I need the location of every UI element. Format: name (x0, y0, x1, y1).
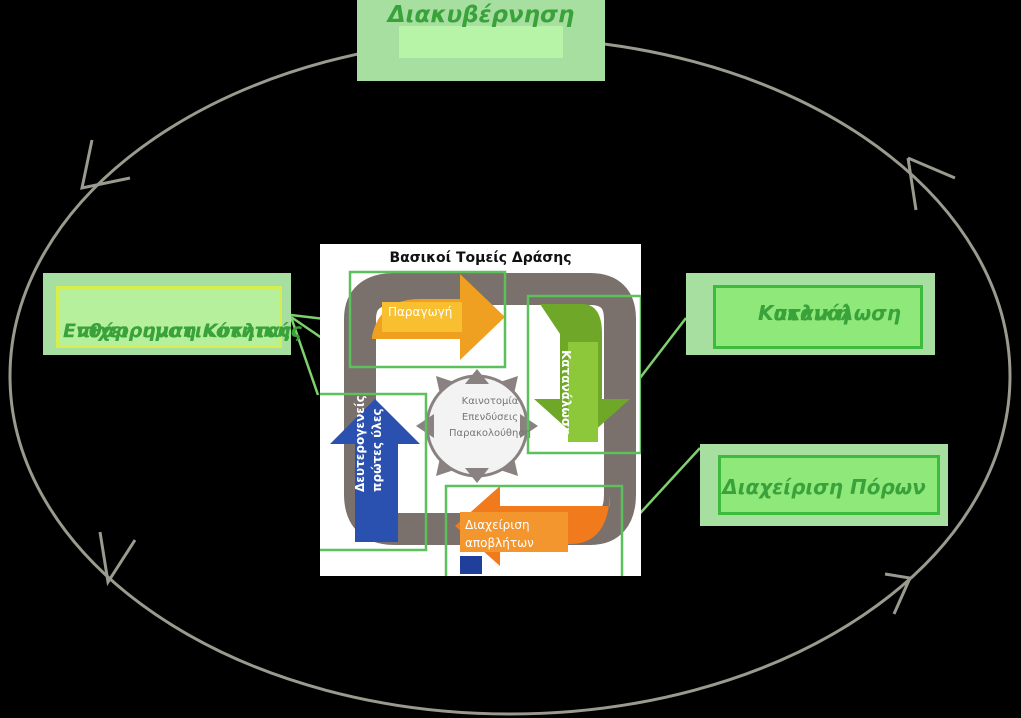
resource-management-label: Διαχείριση Πόρων (722, 475, 926, 499)
consumption-label: Κατανάλωση (559, 350, 573, 436)
circular-consumption-label: Κυκλική Κατανάλωση (722, 286, 922, 325)
circular-consumption-label-line1: Κυκλική (758, 301, 851, 325)
cycle-arrow-top-right (906, 156, 956, 211)
core-panel-title: Βασικοί Τομείς Δράσης (389, 250, 572, 266)
core-cycle-graphic (320, 270, 641, 576)
governance-label: Διακυβέρνηση (387, 2, 575, 28)
connector-entrepreneurship-secondary (289, 316, 320, 396)
cycle-arrow-bottom-left (98, 531, 137, 587)
governance-box: Διακυβέρνηση (357, 0, 605, 81)
core-action-areas-panel: Βασικοί Τομείς Δράσης Παραγωγή Κατανάλωσ… (320, 244, 641, 576)
waste-management-label-line1: Διαχείριση (465, 518, 530, 532)
circular-consumption-box: Κυκλική Κατανάλωση (686, 273, 935, 355)
hub-arrow-upleft (436, 376, 454, 394)
governance-box-inner (399, 26, 563, 58)
center-label-innovation: Καινοτομία (461, 396, 519, 407)
consumption-label-bg (568, 342, 598, 442)
secondary-arrow-body (355, 442, 398, 542)
entrepreneurship-label-line2: Επιχειρηματικότητας (63, 320, 291, 342)
secondary-materials-label-line2: πρώτες ύλες (370, 408, 384, 492)
cycle-arrow-top-left (80, 139, 131, 190)
entrepreneurship-label: Ενθάρρυνση Κυκλικής Επιχειρηματικότητας (53, 295, 302, 342)
resource-management-box: Διαχείριση Πόρων (700, 444, 948, 526)
center-label-monitoring: Παρακολούθηση (448, 428, 532, 439)
center-hub-label: Καινοτομία Επενδύσεις Παρακολούθηση (430, 394, 550, 442)
circular-consumption-label-line2: Κατανάλωση (758, 301, 901, 325)
entrepreneurship-label-line1: Ενθάρρυνση Κυκλικής (63, 320, 302, 342)
waste-label-bg (460, 512, 568, 552)
cycle-arrow-bottom-right (884, 572, 913, 615)
frame-consumption (526, 294, 641, 455)
production-label-bg (382, 302, 462, 332)
resource-management-box-inner (718, 455, 940, 515)
production-label: Παραγωγή (388, 305, 453, 319)
circular-consumption-box-inner (713, 285, 923, 349)
frame-secondary (320, 392, 428, 552)
eu-flag (460, 556, 482, 574)
waste-management-label-line2: αποβλήτων (465, 536, 534, 550)
hub-arrow-upright (500, 376, 518, 394)
connector-consumption (639, 317, 687, 379)
waste-management-label: Διαχείριση αποβλήτων (465, 516, 575, 552)
entrepreneurship-box-inner (56, 286, 282, 348)
frame-production (348, 270, 507, 369)
hub-arrow-down (465, 468, 489, 483)
hub-arrow-downright (500, 458, 518, 476)
hub-arrow-downleft (436, 458, 454, 476)
secondary-materials-label: Δευτερογενείς πρώτες ύλες (352, 395, 386, 492)
secondary-materials-label-line1: Δευτερογενείς (353, 395, 367, 492)
center-label-investments: Επενδύσεις (461, 412, 519, 423)
hub-arrow-up (465, 369, 489, 384)
frame-waste (444, 484, 624, 576)
entrepreneurship-box: Ενθάρρυνση Κυκλικής Επιχειρηματικότητας (43, 273, 302, 355)
